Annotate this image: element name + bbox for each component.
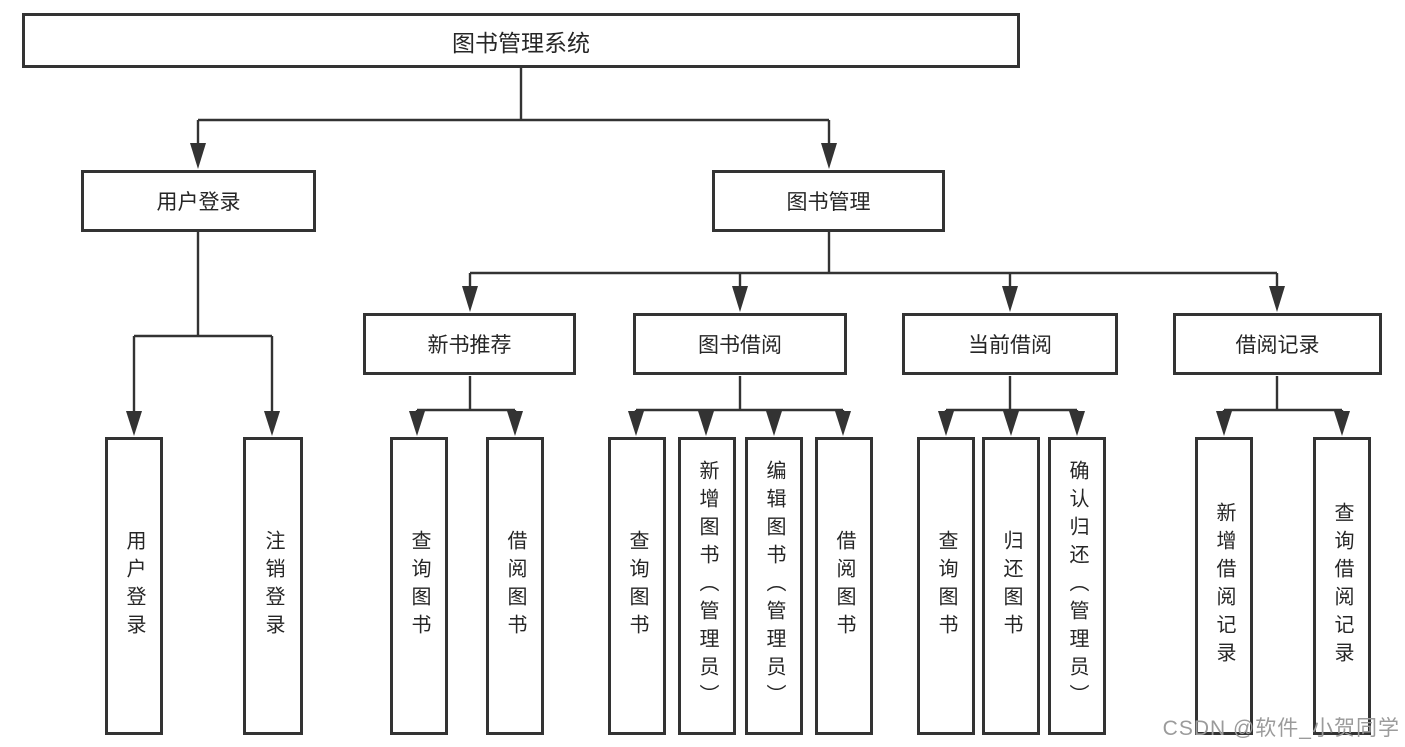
node-label: 当前借阅 — [968, 334, 1052, 357]
node-leaf-edit-books-admin: 编辑图书（管理员） — [745, 437, 803, 735]
node-label: 查询图书 — [626, 530, 648, 642]
node-label: 图书管理系统 — [452, 29, 590, 56]
node-label: 图书管理 — [786, 191, 871, 214]
node-label: 借阅图书 — [504, 530, 526, 642]
connector-root-to-level2 — [196, 68, 831, 146]
node-leaf-query-books-1: 查询图书 — [390, 437, 448, 735]
node-label: 注销登录 — [262, 530, 284, 642]
node-label: 借阅图书 — [833, 530, 855, 642]
node-label: 查询图书 — [408, 530, 430, 642]
arrowhead — [1334, 411, 1350, 436]
connector-book-mgmt-to-level3 — [468, 232, 1279, 289]
node-label: 查询图书 — [935, 530, 957, 642]
arrowhead — [1269, 286, 1285, 312]
node-book-management: 图书管理 — [712, 170, 945, 232]
node-leaf-query-borrow-record: 查询借阅记录 — [1313, 437, 1371, 735]
arrowhead — [264, 411, 280, 436]
node-user-login: 用户登录 — [81, 170, 316, 232]
connector-borrow-records-to-leaves — [1222, 376, 1344, 416]
arrowhead — [507, 411, 523, 436]
node-leaf-query-books-3: 查询图书 — [917, 437, 975, 735]
csdn-watermark: CSDN @软件_小贺同学 — [1162, 717, 1400, 740]
node-leaf-confirm-return-admin: 确认归还（管理员） — [1048, 437, 1106, 735]
node-leaf-borrow-books-2: 借阅图书 — [815, 437, 873, 735]
node-book-borrowing: 图书借阅 — [633, 313, 847, 375]
arrowhead — [1216, 411, 1232, 436]
arrowhead — [766, 411, 782, 436]
arrowhead — [1069, 411, 1085, 436]
node-label: 查询借阅记录 — [1331, 502, 1353, 670]
arrowhead — [628, 411, 644, 436]
arrowhead — [1002, 286, 1018, 312]
node-leaf-return-books: 归还图书 — [982, 437, 1040, 735]
node-leaf-user-login: 用户登录 — [105, 437, 163, 735]
node-label: 用户登录 — [156, 191, 241, 214]
node-label: 用户登录 — [123, 530, 145, 642]
node-new-book-recommendation: 新书推荐 — [363, 313, 576, 375]
node-label: 新增借阅记录 — [1213, 502, 1235, 670]
node-leaf-add-books-admin: 新增图书（管理员） — [678, 437, 736, 735]
arrowhead — [938, 411, 954, 436]
node-label: 新书推荐 — [427, 334, 512, 357]
node-leaf-add-borrow-record: 新增借阅记录 — [1195, 437, 1253, 735]
node-label: 图书借阅 — [698, 334, 782, 357]
node-leaf-query-books-2: 查询图书 — [608, 437, 666, 735]
connector-lines — [132, 68, 1344, 416]
node-label: 归还图书 — [1000, 530, 1022, 642]
node-label: 编辑图书（管理员） — [763, 460, 785, 712]
node-library-management-system: 图书管理系统 — [22, 13, 1020, 68]
connector-current-borrow-to-leaves — [944, 376, 1079, 416]
arrowhead — [190, 143, 206, 169]
connector-arrowheads — [126, 143, 1350, 436]
arrowhead — [1003, 411, 1019, 436]
node-label: 确认归还（管理员） — [1066, 460, 1088, 712]
node-label: 借阅记录 — [1235, 334, 1320, 357]
arrowhead — [821, 143, 837, 169]
arrowhead — [698, 411, 714, 436]
connector-new-book-rec-to-leaves — [415, 376, 517, 416]
arrowhead — [462, 286, 478, 312]
arrowhead — [126, 411, 142, 436]
arrowhead — [835, 411, 851, 436]
node-leaf-logout: 注销登录 — [243, 437, 303, 735]
connector-user-login-to-leaves — [132, 232, 274, 413]
connector-book-borrow-to-leaves — [634, 376, 845, 416]
node-current-borrowing: 当前借阅 — [902, 313, 1118, 375]
arrowhead — [409, 411, 425, 436]
node-leaf-borrow-books-1: 借阅图书 — [486, 437, 544, 735]
node-label: 新增图书（管理员） — [696, 460, 718, 712]
node-borrowing-records: 借阅记录 — [1173, 313, 1382, 375]
arrowhead — [732, 286, 748, 312]
